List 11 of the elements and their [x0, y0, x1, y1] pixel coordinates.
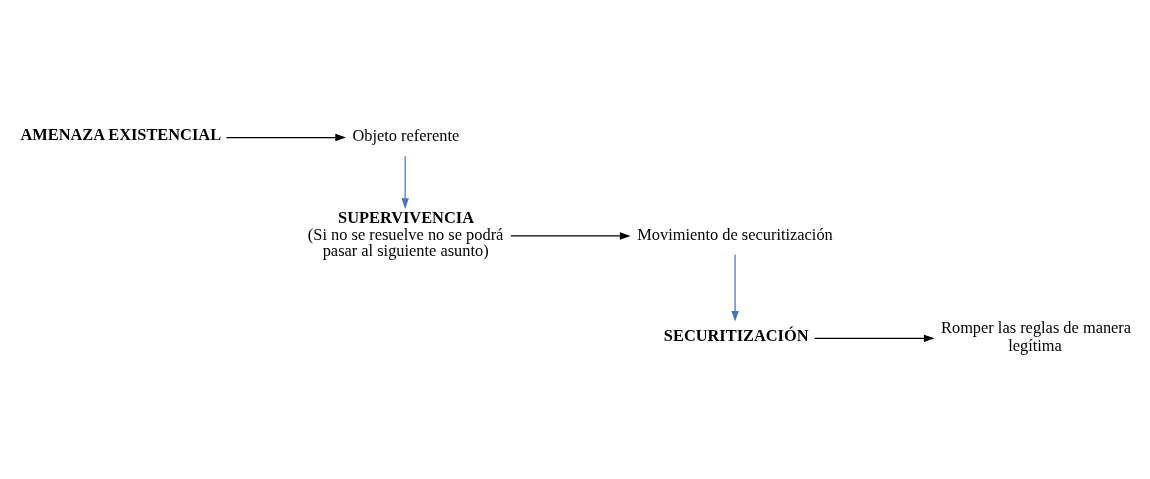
node-text: Objeto referente — [352, 125, 460, 145]
node-text: SUPERVIVENCIA (Si no se resuelve no se podrá pasar al siguiente asunto) — [307, 207, 504, 260]
arrow — [813, 334, 935, 342]
arrow — [510, 231, 631, 240]
arrow — [731, 253, 739, 322]
arrow — [225, 133, 346, 141]
node-text: Romper las reglas de manera legítima — [941, 317, 1132, 355]
node-text: Movimiento de securitización — [637, 224, 833, 244]
arrow — [401, 155, 409, 209]
node-text: AMENAZA EXISTENCIAL — [20, 124, 222, 144]
node-text: SECURITIZACIÓN — [663, 325, 809, 345]
